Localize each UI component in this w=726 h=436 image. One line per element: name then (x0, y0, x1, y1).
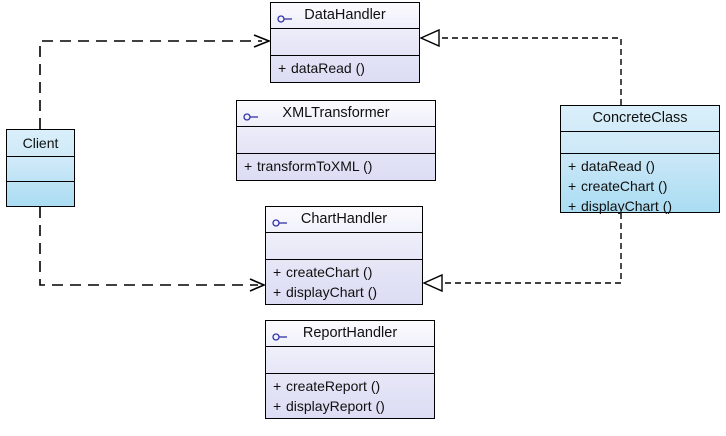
visibility-marker: + (278, 60, 287, 76)
class-attributes-reporthandler (266, 346, 434, 373)
class-attributes-datahandler (271, 28, 419, 55)
realization-concreteclass-to-datahandler[interactable] (419, 28, 622, 105)
interface-icon (243, 109, 259, 121)
operation-signature: displayChart () (286, 284, 378, 300)
class-title-xmltransformer: XMLTransformer (237, 101, 435, 126)
class-name-label: ReportHandler (302, 325, 398, 342)
operation-row: +createReport () (266, 376, 434, 396)
class-box-datahandler[interactable]: DataHandler +dataRead () (270, 2, 420, 83)
class-name-label: XMLTransformer (282, 105, 390, 122)
class-operations-charthandler: +createChart () +displayChart () (266, 259, 422, 304)
visibility-marker: + (568, 198, 577, 214)
visibility-marker: + (273, 378, 282, 394)
operation-signature: displayReport () (286, 398, 385, 414)
operation-row: +transformToXML () (237, 156, 435, 176)
operation-signature: displayChart () (581, 198, 673, 214)
operation-signature: transformToXML () (257, 158, 373, 174)
dependency-client-to-datahandler[interactable] (39, 34, 272, 129)
class-name-label: ConcreteClass (592, 110, 688, 127)
visibility-marker: + (273, 398, 282, 414)
class-box-client[interactable]: Client (6, 129, 75, 207)
class-operations-concreteclass: +dataRead () +createChart () +displayCha… (561, 153, 719, 214)
operation-row: +createChart () (266, 262, 422, 282)
class-operations-reporthandler: +createReport () +displayReport () (266, 373, 434, 418)
operation-signature: dataRead () (291, 60, 365, 76)
operation-row: +dataRead () (561, 156, 719, 176)
class-box-concreteclass[interactable]: ConcreteClass +dataRead () +createChart … (560, 105, 720, 214)
visibility-marker: + (568, 158, 577, 174)
class-box-reporthandler[interactable]: ReportHandler +createReport () +displayR… (265, 320, 435, 419)
operation-row: +dataRead () (271, 58, 419, 78)
operation-signature: createReport () (286, 378, 381, 394)
visibility-marker: + (273, 284, 282, 300)
operation-row: +displayChart () (561, 196, 719, 216)
class-operations-client (7, 181, 74, 206)
class-operations-xmltransformer: +transformToXML () (237, 153, 435, 180)
class-attributes-charthandler (266, 232, 422, 259)
class-title-charthandler: ChartHandler (266, 207, 422, 232)
class-attributes-client (7, 156, 74, 181)
class-name-label: ChartHandler (300, 211, 388, 228)
class-attributes-concreteclass (561, 131, 719, 153)
class-title-concreteclass: ConcreteClass (561, 106, 719, 131)
class-title-reporthandler: ReportHandler (266, 321, 434, 346)
class-box-charthandler[interactable]: ChartHandler +createChart () +displayCha… (265, 206, 423, 305)
operation-signature: dataRead () (581, 158, 655, 174)
interface-icon (277, 11, 293, 23)
interface-icon (272, 329, 288, 341)
class-title-client: Client (7, 130, 74, 156)
operation-row: +displayChart () (266, 282, 422, 302)
operation-signature: createChart () (286, 264, 373, 280)
class-name-label: DataHandler (304, 7, 386, 24)
interface-icon (272, 215, 288, 227)
class-title-datahandler: DataHandler (271, 3, 419, 28)
operation-signature: createChart () (581, 178, 668, 194)
operation-row: +displayReport () (266, 396, 434, 416)
visibility-marker: + (273, 264, 282, 280)
class-attributes-xmltransformer (237, 126, 435, 153)
class-name-label: Client (22, 135, 59, 151)
class-operations-datahandler: +dataRead () (271, 55, 419, 82)
visibility-marker: + (244, 158, 253, 174)
realization-concreteclass-to-charthandler[interactable] (422, 213, 622, 293)
operation-row: +createChart () (561, 176, 719, 196)
class-box-xmltransformer[interactable]: XMLTransformer +transformToXML () (236, 100, 436, 181)
visibility-marker: + (568, 178, 577, 194)
dependency-client-to-charthandler[interactable] (39, 207, 267, 292)
